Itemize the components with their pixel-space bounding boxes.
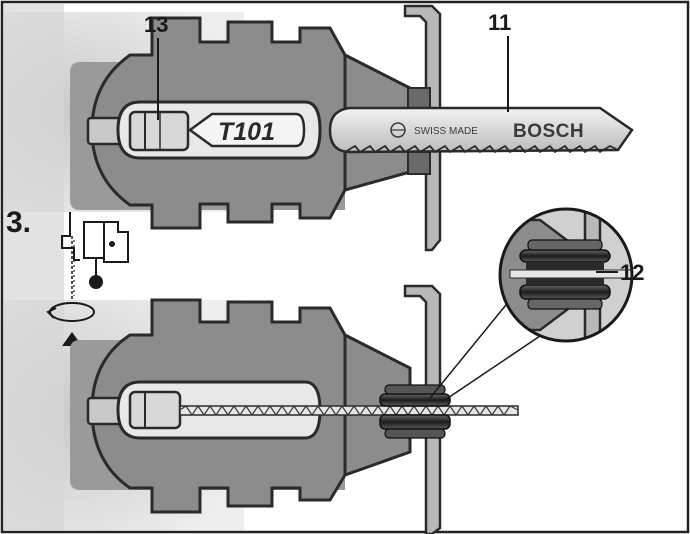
callout-11-label: 11 xyxy=(488,10,511,35)
blade-body xyxy=(328,106,634,154)
callout-11: 11 xyxy=(488,10,511,112)
callout-12-label: 12 xyxy=(620,260,644,285)
top-guide-plate xyxy=(403,4,442,252)
saw-blade-top: SWISS MADE BOSCH xyxy=(328,106,634,154)
blade-brand-label: BOSCH xyxy=(513,121,584,142)
blade-shank xyxy=(187,112,306,148)
callout-12: 12 xyxy=(596,260,644,285)
blade-model-label: T101 xyxy=(218,118,275,146)
bottom-guide-plate xyxy=(403,284,442,534)
blade-insert-icon xyxy=(61,212,129,300)
step-number: 3. xyxy=(6,206,31,239)
top-blade-holder: T101 xyxy=(70,16,412,230)
blade-teeth xyxy=(344,144,619,154)
saw-blade-bottom xyxy=(179,404,519,417)
guide-roller-bottom xyxy=(379,384,451,439)
callout-13: 13 xyxy=(144,12,168,120)
zoom-detail xyxy=(498,207,634,343)
zoom-connector xyxy=(429,299,541,403)
clamp-cylinder xyxy=(128,390,182,430)
callout-13-label: 13 xyxy=(144,12,168,37)
blade-origin-label: SWISS MADE xyxy=(414,126,478,137)
holder-nose xyxy=(343,332,412,478)
